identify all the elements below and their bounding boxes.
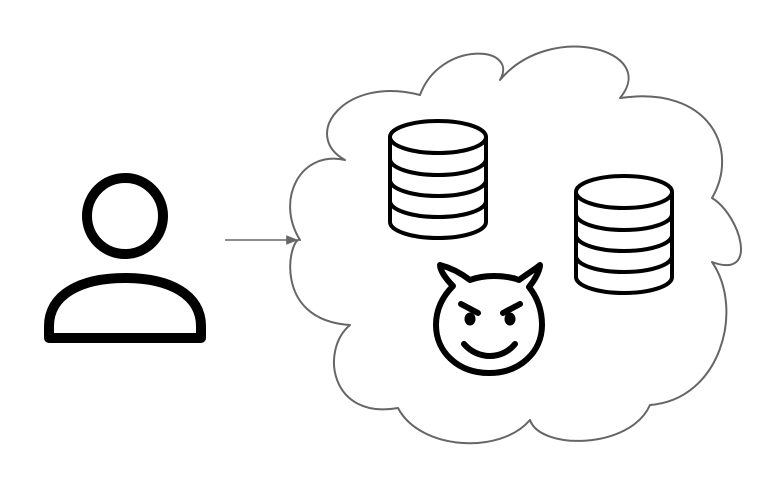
devil-eyes	[464, 312, 516, 326]
database-icon	[574, 174, 674, 295]
user-icon	[44, 173, 206, 343]
database-icon	[388, 119, 488, 240]
devil-face-icon	[433, 262, 545, 376]
